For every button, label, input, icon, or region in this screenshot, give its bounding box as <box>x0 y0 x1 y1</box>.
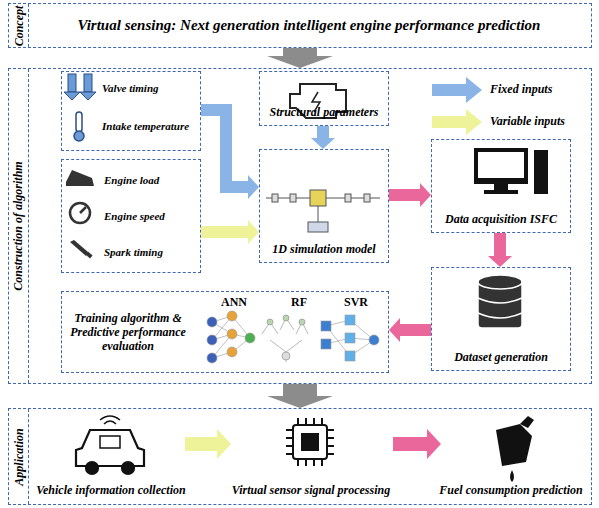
process-box: Engine loadEngine speedSpark timing <box>61 159 201 273</box>
node-label: Virtual sensor signal processing <box>232 484 390 498</box>
arrow-shaft <box>185 437 218 451</box>
section-band: ApplicationVehicle information collectio… <box>8 408 592 505</box>
flow-arrow <box>393 429 441 459</box>
flow-arrow <box>267 48 333 68</box>
process-box: Fuel consumption prediction <box>433 413 589 503</box>
node-label: Engine load <box>104 174 200 187</box>
flow-arrow <box>389 318 431 342</box>
arrow-head <box>311 138 335 149</box>
arrow-shaft <box>389 189 421 201</box>
flow-arrow <box>488 233 512 267</box>
arrow-shaft <box>494 233 506 257</box>
arrow-head <box>217 429 231 459</box>
arrow-head <box>389 318 400 342</box>
car-icon <box>76 416 144 474</box>
section-label: Concept <box>11 5 25 46</box>
node-label: Spark timing <box>104 246 200 259</box>
arrow-head <box>267 56 333 68</box>
node-label: Vehicle information collection <box>36 484 185 498</box>
flow-arrow <box>267 384 333 408</box>
process-box: 1D simulation model <box>259 149 389 263</box>
process-box: Training algorithm & Predictive performa… <box>61 291 389 373</box>
section-band: Concept Virtual sensing: Next generation … <box>8 3 592 48</box>
arrow-head <box>420 183 431 207</box>
spark-icon <box>70 240 93 258</box>
section-label: Construction of algorithm <box>11 70 25 382</box>
flow-arrow <box>185 429 231 459</box>
database-icon <box>478 275 522 328</box>
node-label: Structural parameters <box>269 106 378 120</box>
process-box: Structural parameters <box>259 71 389 126</box>
process-box: Vehicle information collection <box>31 413 191 503</box>
arrow-shaft <box>283 384 317 397</box>
computer-icon <box>474 148 548 194</box>
node-label: Valve timing <box>102 82 200 95</box>
arrow-shaft <box>393 437 428 451</box>
flow-arrow <box>311 126 335 149</box>
process-box: Dataset generation <box>431 267 571 371</box>
fuel-icon <box>496 416 534 482</box>
flow-arrow <box>201 220 259 244</box>
section-label: Application <box>11 410 25 503</box>
legend-swatch <box>432 77 482 103</box>
chip-icon <box>286 418 334 466</box>
legend-label: Fixed inputs <box>490 82 552 97</box>
title-text: Virtual sensing: Next generation intelli… <box>31 4 587 47</box>
arrow-shaft <box>400 324 432 336</box>
legend-swatch <box>432 109 482 135</box>
arrow-shaft <box>201 110 249 187</box>
node-label: 1D simulation model <box>272 243 375 257</box>
speed-icon <box>70 203 90 223</box>
flow-arrow <box>389 183 431 207</box>
arrow-head <box>267 396 333 408</box>
process-box: Data acquisition ISFC <box>431 139 571 233</box>
arrow-head <box>248 220 259 244</box>
node-label: Training algorithm & Predictive performa… <box>68 312 188 353</box>
load-icon <box>66 170 94 186</box>
flow-arrow <box>201 110 259 199</box>
arrow-head <box>427 429 441 459</box>
node-label: SVR <box>326 296 386 310</box>
thermometer-icon <box>74 112 84 141</box>
valve-icon <box>64 74 96 100</box>
legend-label: Variable inputs <box>490 114 565 129</box>
node-label: Dataset generation <box>454 351 548 365</box>
node-label: RF <box>274 296 324 310</box>
arrow-shaft <box>317 126 329 139</box>
process-box: Virtual sensor signal processing <box>223 413 399 503</box>
arrow-shaft <box>283 48 317 57</box>
simulation-schematic <box>266 190 380 232</box>
arrow-shaft <box>201 226 249 238</box>
process-box: Valve timingIntake temperature <box>61 71 201 151</box>
node-label: Intake temperature <box>102 120 200 133</box>
arrow-head <box>248 175 259 199</box>
node-label: ANN <box>204 296 264 310</box>
legend-arrow <box>432 109 482 135</box>
node-label: Engine speed <box>104 210 200 223</box>
legend-arrow <box>432 77 482 103</box>
ann-picture <box>207 311 255 363</box>
node-label: Data acquisition ISFC <box>445 213 557 227</box>
node-label: Fuel consumption prediction <box>439 484 582 498</box>
rf-picture <box>262 315 308 362</box>
svr-picture <box>321 315 379 361</box>
arrow-head <box>488 256 512 267</box>
